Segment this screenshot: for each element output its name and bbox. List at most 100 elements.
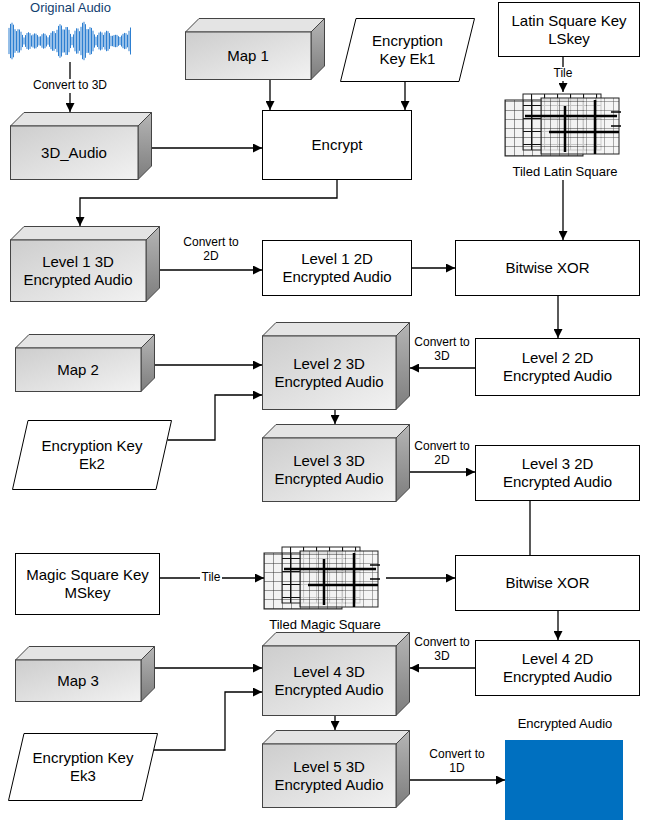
tiled-square-node: Tiled Latin Square xyxy=(505,92,625,180)
data-block: Level 2 3D Encrypted Audio xyxy=(262,322,410,410)
text-area: Level 1 2D Encrypted Audio xyxy=(262,240,412,296)
text-area: Level 2 3D Encrypted Audio xyxy=(262,336,396,410)
node-text: Level 1 3D Encrypted Audio xyxy=(18,253,138,289)
audio-waveform-node: Original Audio xyxy=(8,0,133,62)
cube-top xyxy=(16,647,155,661)
cube-side xyxy=(138,113,152,180)
data-block: Level 1 3D Encrypted Audio xyxy=(10,226,160,302)
key-input: Encryption Key Ek3 xyxy=(8,733,158,801)
box-border xyxy=(263,111,412,180)
box-border xyxy=(456,556,640,611)
process-box: Bitwise XOR xyxy=(455,555,640,611)
flow-arrow xyxy=(557,611,558,640)
cube-side xyxy=(311,19,325,80)
box-border xyxy=(263,241,412,296)
text-area: Level 2 2D Encrypted Audio xyxy=(475,338,640,396)
data-box: Level 1 2D Encrypted Audio xyxy=(262,240,412,296)
data-box: Level 4 2D Encrypted Audio xyxy=(475,640,640,696)
map-block: Map 3 xyxy=(15,646,155,702)
text-area: Encryption Key Ek2 xyxy=(12,420,172,490)
edge-label: Convert to 2D xyxy=(410,440,474,468)
text-area: Original Audio xyxy=(8,0,133,62)
key-input: Encryption Key Ek1 xyxy=(340,18,475,82)
edge-label: Convert to 3D xyxy=(31,79,109,93)
node-text: Encryption Key Ek1 xyxy=(360,32,455,68)
text-area: Latin Square Key LSkey xyxy=(498,2,640,57)
cube-side xyxy=(146,227,160,302)
flow-arrow xyxy=(269,80,270,110)
data-box: Level 2 2D Encrypted Audio xyxy=(475,338,640,396)
flow-arrow xyxy=(152,147,262,148)
flow-arrow xyxy=(404,82,405,110)
audio-waveform xyxy=(9,22,131,60)
cube-top xyxy=(11,227,160,241)
box-border xyxy=(476,339,640,396)
flow-arrow xyxy=(167,395,262,440)
node-text: Map 2 xyxy=(57,361,99,379)
text-area: Level 4 3D Encrypted Audio xyxy=(262,646,396,716)
cube-front xyxy=(263,438,397,502)
text-area: Level 4 2D Encrypted Audio xyxy=(475,640,640,696)
cube-front xyxy=(263,336,397,410)
cube-side xyxy=(396,731,410,808)
tiled-square-node: Tiled Magic Square xyxy=(264,545,386,633)
data-block: 3D_Audio xyxy=(10,112,152,180)
node-text: Tiled Magic Square xyxy=(269,617,381,633)
node-text: Level 3 2D Encrypted Audio xyxy=(489,455,626,491)
edge-label: Convert to 3D xyxy=(410,636,474,664)
cube-top xyxy=(186,19,325,33)
flow-arrow xyxy=(160,269,262,270)
cube-front xyxy=(11,126,139,180)
cube-side xyxy=(396,323,410,410)
edge-label: Tile xyxy=(552,67,575,81)
box-border xyxy=(499,3,640,57)
edge-label: Convert to 3D xyxy=(410,336,474,364)
cube-side xyxy=(141,647,155,702)
parallelogram-border xyxy=(9,734,158,801)
flow-arrow xyxy=(562,180,563,240)
node-text: Level 1 2D Encrypted Audio xyxy=(276,250,398,286)
map-block: Map 2 xyxy=(15,334,155,392)
node-text: Tiled Latin Square xyxy=(512,164,617,180)
text-area: Map 1 xyxy=(185,32,311,80)
flow-arrow xyxy=(410,367,475,368)
data-block: Level 4 3D Encrypted Audio xyxy=(262,632,410,716)
parallelogram-border xyxy=(341,19,475,82)
node-text: Bitwise XOR xyxy=(505,574,589,592)
text-area: Level 1 3D Encrypted Audio xyxy=(10,240,146,302)
node-text: Encrypted Audio xyxy=(518,716,613,732)
cube-front xyxy=(263,646,397,716)
cube-front xyxy=(263,744,397,808)
map-block: Map 1 xyxy=(185,18,325,80)
cube-top xyxy=(263,425,410,439)
flow-arrow xyxy=(410,779,505,780)
node-text: Magic Square Key MSkey xyxy=(21,566,154,602)
node-text: Level 2 3D Encrypted Audio xyxy=(270,355,388,391)
node-text: Map 3 xyxy=(57,672,99,690)
box-border xyxy=(456,241,640,296)
key-box: Latin Square Key LSkey xyxy=(498,2,640,57)
node-text: Encryption Key Ek2 xyxy=(32,437,152,473)
text-area: Tiled Magic Square xyxy=(264,545,386,633)
text-area: Encryption Key Ek3 xyxy=(8,733,158,801)
text-area: 3D_Audio xyxy=(10,126,138,180)
tiled-latin-square-image xyxy=(505,94,621,156)
flow-arrow xyxy=(154,692,262,750)
text-area: Level 5 3D Encrypted Audio xyxy=(262,744,396,808)
node-text: Level 2 2D Encrypted Audio xyxy=(489,349,626,385)
text-area: Encryption Key Ek1 xyxy=(340,18,475,82)
node-text: Original Audio xyxy=(30,0,111,16)
data-block: Level 5 3D Encrypted Audio xyxy=(262,730,410,808)
flow-arrow xyxy=(557,296,558,338)
node-text: Map 1 xyxy=(227,47,269,65)
cube-top xyxy=(263,731,410,745)
process-box: Encrypt xyxy=(262,110,412,180)
cube-top xyxy=(16,335,155,349)
encrypted-audio-image xyxy=(505,740,623,820)
text-area: Level 3 2D Encrypted Audio xyxy=(475,445,640,501)
flow-arrow xyxy=(410,667,475,668)
key-box: Magic Square Key MSkey xyxy=(15,553,160,615)
edge-label: Convert to 1D xyxy=(425,748,489,776)
